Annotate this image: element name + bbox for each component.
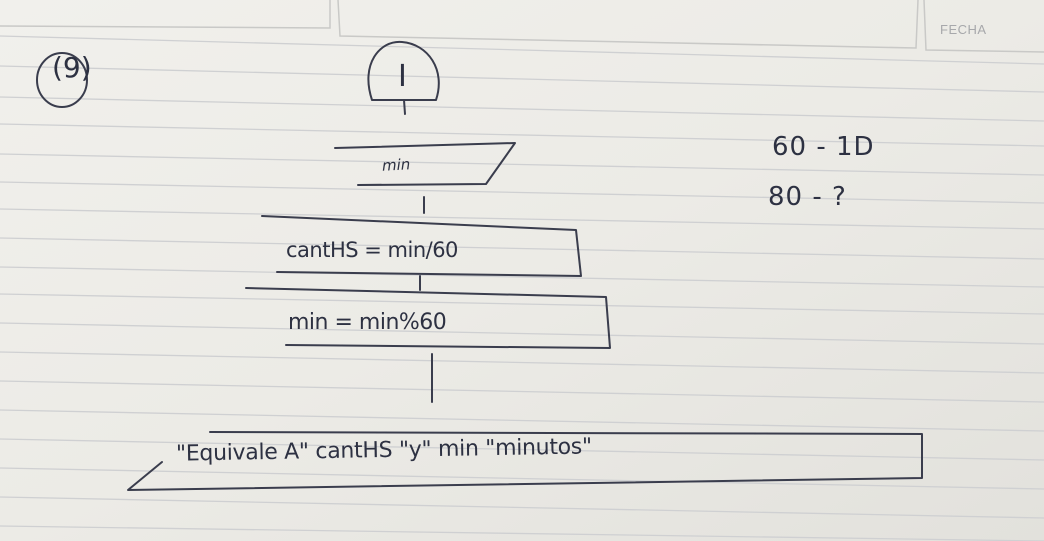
process-2-label: min = min%60 — [288, 310, 447, 335]
start-label: I — [398, 59, 407, 94]
problem-number: (9) — [52, 51, 92, 84]
side-note-1: 60 - 1D — [772, 132, 875, 162]
start-terminator — [367, 40, 440, 101]
process-1-label: cantHS = min/60 — [286, 238, 458, 262]
input-label: min — [381, 155, 411, 175]
input-parallelogram — [334, 142, 516, 186]
connector-start-input — [403, 99, 406, 115]
process1-box — [261, 215, 582, 277]
header-boxes — [0, 0, 1044, 53]
problem-number-circle — [36, 52, 88, 108]
ruled-lines — [0, 35, 1044, 541]
flowchart-strokes — [36, 40, 923, 491]
side-note-2: 80 - ? — [768, 182, 847, 212]
output-parallelogram — [127, 431, 923, 491]
process2-box — [245, 287, 611, 349]
fecha-label: FECHA — [940, 22, 987, 37]
